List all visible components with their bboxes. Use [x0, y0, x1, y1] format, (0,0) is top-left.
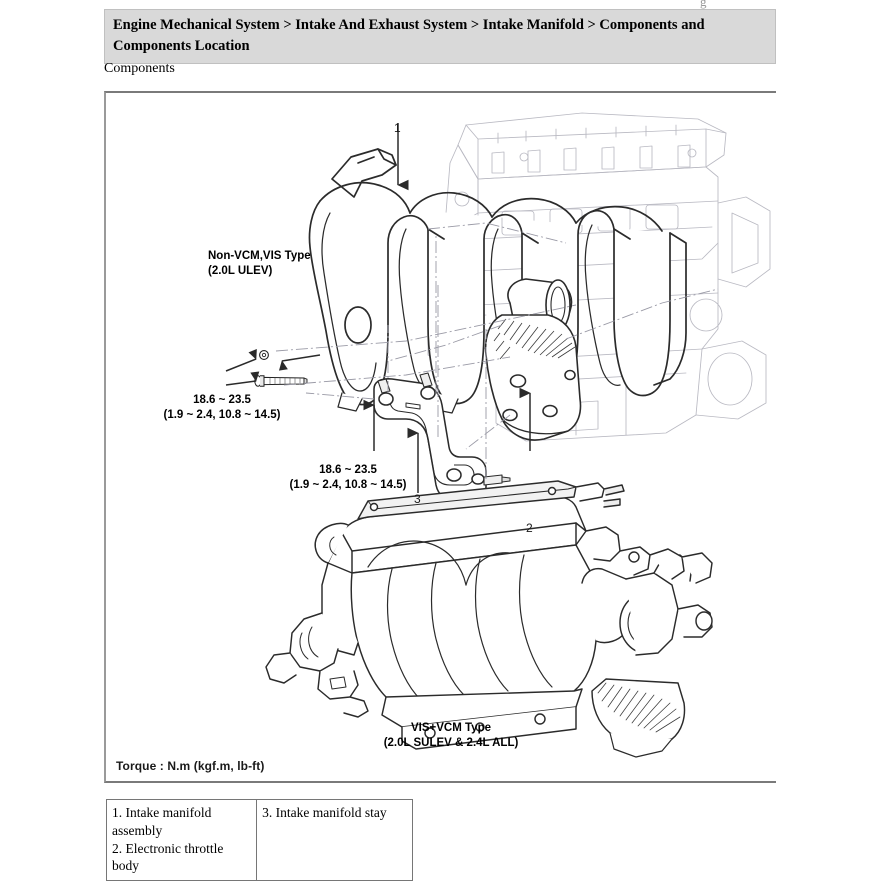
- scan-artifact-text: g: [700, 0, 707, 9]
- legend-column-1: 1. Intake manifold assembly 2. Electroni…: [105, 798, 258, 882]
- components-legend-table: 1. Intake manifold assembly 2. Electroni…: [105, 798, 413, 882]
- lower-variant-line2: (2.0L SULEV & 2.4L ALL): [383, 737, 519, 750]
- torque-spec-1-line1: 18.6 ~ 23.5: [193, 394, 251, 406]
- page-title: Components: [104, 61, 175, 76]
- torque-spec-2-line1: 18.6 ~ 23.5: [319, 464, 377, 476]
- upper-variant-line2: (2.0L ULEV): [208, 265, 273, 278]
- callout-2: 2: [526, 521, 533, 535]
- upper-variant-label: Non-VCM,VIS Type (2.0L ULEV): [208, 249, 311, 280]
- legend-item-2: 2. Electronic throttle body: [112, 840, 224, 874]
- legend-item-3: 3. Intake manifold stay: [262, 805, 387, 820]
- callout-3: 3: [414, 492, 421, 506]
- figure-illustration: [106, 93, 776, 781]
- torque-spec-stay-bolt: 18.6 ~ 23.5 (1.9 ~ 2.4, 10.8 ~ 14.5): [248, 463, 448, 494]
- components-figure: Non-VCM,VIS Type (2.0L ULEV) 18.6 ~ 23.5…: [104, 91, 776, 783]
- legend-item-1: 1. Intake manifold assembly: [112, 805, 212, 838]
- callout-1: 1: [394, 121, 401, 135]
- lower-variant-line1: VIS+VCM Type: [411, 722, 491, 734]
- breadcrumb: Engine Mechanical System > Intake And Ex…: [104, 9, 776, 65]
- torque-units-note: Torque : N.m (kgf.m, lb-ft): [116, 759, 265, 773]
- upper-variant-line1: Non-VCM,VIS Type: [208, 250, 311, 262]
- lower-variant-label: VIS+VCM Type (2.0L SULEV & 2.4L ALL): [326, 721, 576, 752]
- torque-spec-1-line2: (1.9 ~ 2.4, 10.8 ~ 14.5): [163, 409, 281, 422]
- legend-column-2: 3. Intake manifold stay: [256, 798, 413, 882]
- torque-spec-2-line2: (1.9 ~ 2.4, 10.8 ~ 14.5): [289, 479, 407, 492]
- table-row: 1. Intake manifold assembly 2. Electroni…: [105, 798, 413, 882]
- torque-spec-manifold-bolt: 18.6 ~ 23.5 (1.9 ~ 2.4, 10.8 ~ 14.5): [122, 393, 322, 424]
